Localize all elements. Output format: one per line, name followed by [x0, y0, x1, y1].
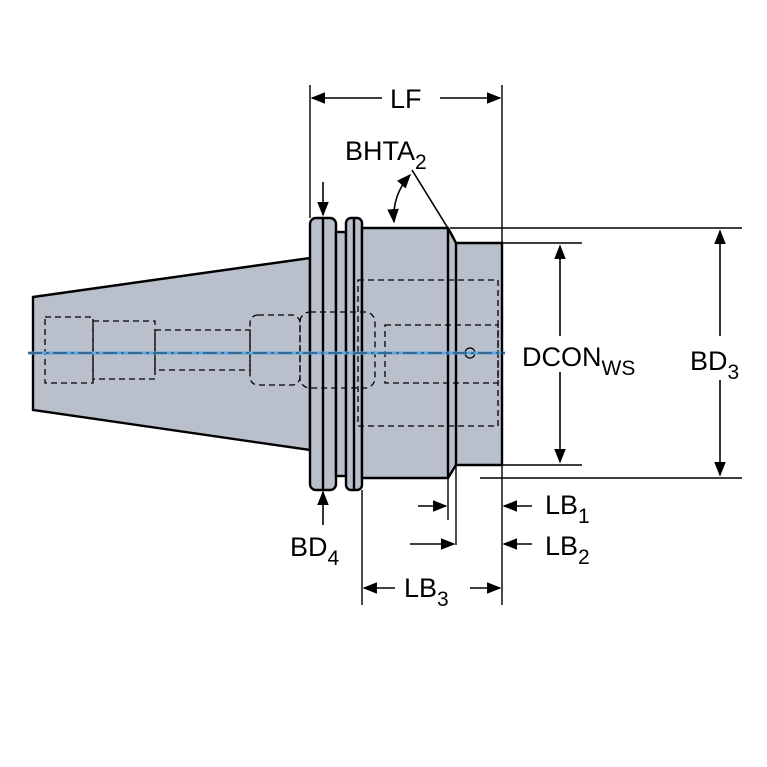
- hidden-bore-3: [154, 329, 251, 371]
- bhta-label: BHTA2: [345, 136, 427, 174]
- lf-dimension: LF: [309, 84, 503, 605]
- bd4-dimension: BD4: [290, 490, 340, 570]
- lf-label: LF: [390, 84, 422, 114]
- lb-dimensions: LB1 LB2 LB3: [361, 465, 590, 611]
- bhta-dimension: BHTA2: [345, 136, 455, 239]
- lb1-label: LB1: [545, 490, 590, 528]
- lb2-label: LB2: [545, 531, 590, 569]
- bd3-label: BD3: [690, 346, 739, 384]
- bd3-dimension: BD3: [450, 227, 742, 479]
- hidden-screw-body: [299, 311, 376, 389]
- lb3-label: LB3: [404, 573, 449, 611]
- dconws-dimension: DCONWS: [502, 242, 635, 466]
- bd4-label: BD4: [290, 532, 340, 570]
- dconws-label: DCONWS: [522, 342, 635, 380]
